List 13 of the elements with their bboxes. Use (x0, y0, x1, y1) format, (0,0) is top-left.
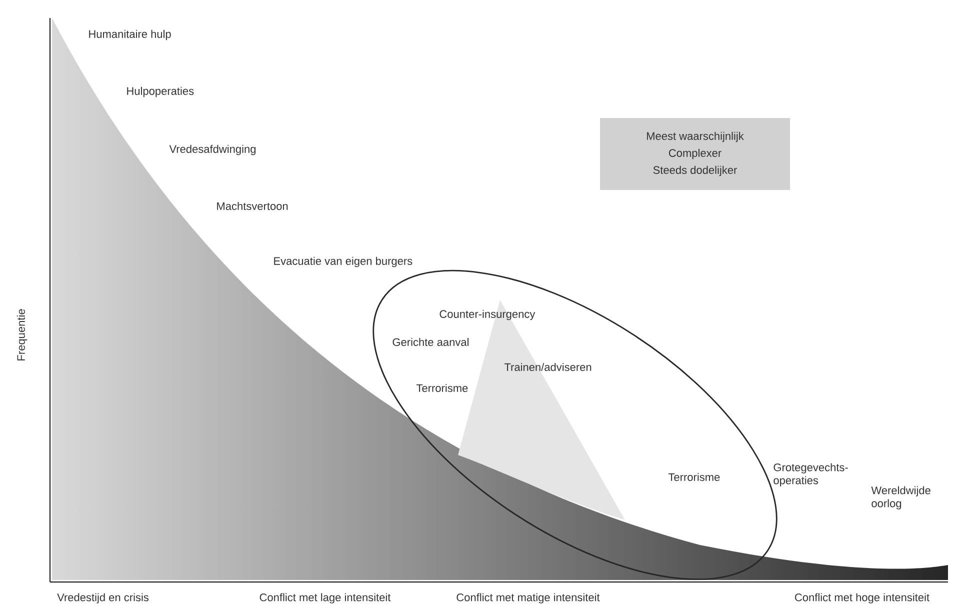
operation-label: Grotegevechts- operaties (774, 463, 848, 486)
axis-category-label: Conflict met matige intensiteit (456, 593, 600, 604)
axis-category-label: Conflict met lage intensiteit (260, 593, 391, 604)
axis-category-label: Vredestijd en crisis (57, 593, 149, 604)
operation-label: Vredesafdwinging (169, 144, 256, 156)
operation-label: Machtsvertoon (217, 202, 288, 210)
operation-label: Humanitaire hulp (89, 30, 171, 40)
operation-label: Hulpoperaties (127, 86, 194, 98)
axis-category-label: Conflict met hoge intensiteit (795, 593, 930, 604)
text-box: Meest waarschijnlijk Complexer Steeds dodelijker (600, 118, 790, 190)
axis-title: Frequentie (16, 309, 28, 360)
operation-label: Evacuatie van eigen burgers (274, 256, 412, 268)
operation-label: Wereldwijde oorlog (871, 486, 930, 510)
